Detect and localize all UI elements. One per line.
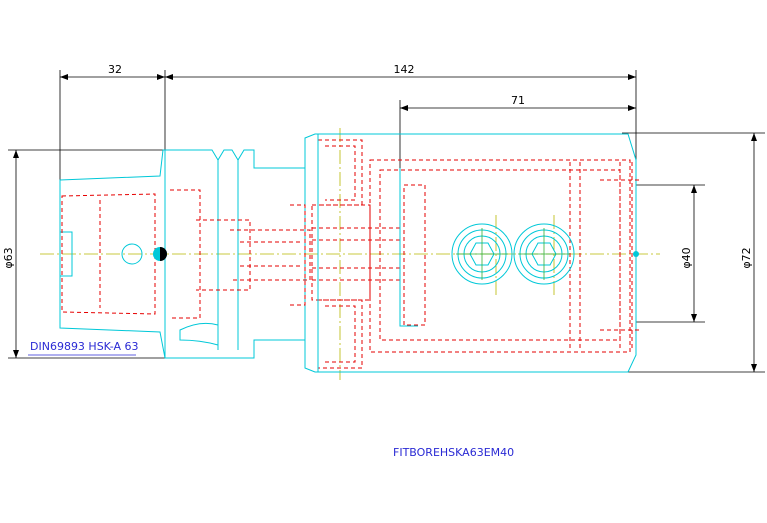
dimension-lines	[8, 70, 765, 373]
hsk-hidden-lines	[61, 189, 311, 319]
screw-left-icon	[451, 223, 513, 285]
dim-text-phi40: φ40	[680, 247, 693, 268]
center-mark-half	[160, 247, 167, 261]
dim-text-phi72: φ72	[740, 247, 753, 268]
screw-right-icon	[513, 223, 575, 285]
dim-text-71: 71	[511, 94, 525, 107]
dim-text-142: 142	[394, 63, 415, 76]
dim-text-32: 32	[108, 63, 122, 76]
body-inner-outline	[317, 134, 418, 372]
body-hidden-lines	[311, 139, 640, 369]
dim-text-phi63: φ63	[2, 247, 15, 268]
end-center-dot	[633, 251, 639, 257]
standard-label: DIN69893 HSK-A 63	[30, 340, 139, 353]
hsk-shank-outline	[59, 133, 637, 373]
part-number-label: FITBOREHSKA63EM40	[393, 446, 514, 459]
